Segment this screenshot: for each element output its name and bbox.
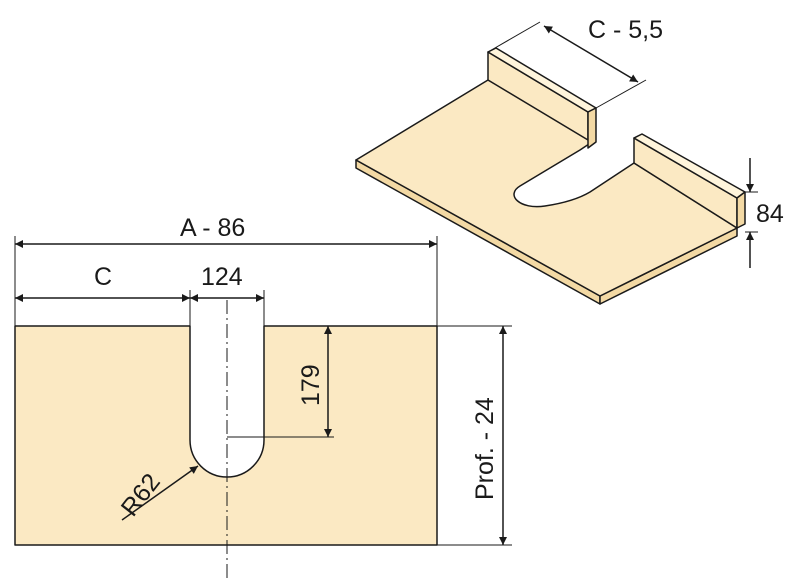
label-offset-c: C — [94, 263, 112, 291]
label-total-width: A - 86 — [180, 214, 245, 242]
label-slot-depth: 179 — [297, 364, 325, 406]
iso-rim-left-end — [587, 107, 597, 149]
label-slot-width: 124 — [201, 263, 243, 291]
iso-rim-right-end — [736, 191, 746, 229]
label-rim-offset: C - 5,5 — [588, 16, 663, 44]
label-rim-height: 84 — [756, 200, 784, 228]
dim-line-rim-offset — [543, 25, 639, 83]
plan-panel — [14, 325, 438, 546]
plan-view: A - 86 C 124 179 R62 Prof. - 24 — [14, 214, 512, 580]
label-depth: Prof. - 24 — [471, 397, 499, 500]
isometric-view: C - 5,5 84 — [355, 16, 784, 305]
iso-plate-top — [355, 79, 738, 297]
dim-line-slot-radius — [121, 465, 199, 521]
